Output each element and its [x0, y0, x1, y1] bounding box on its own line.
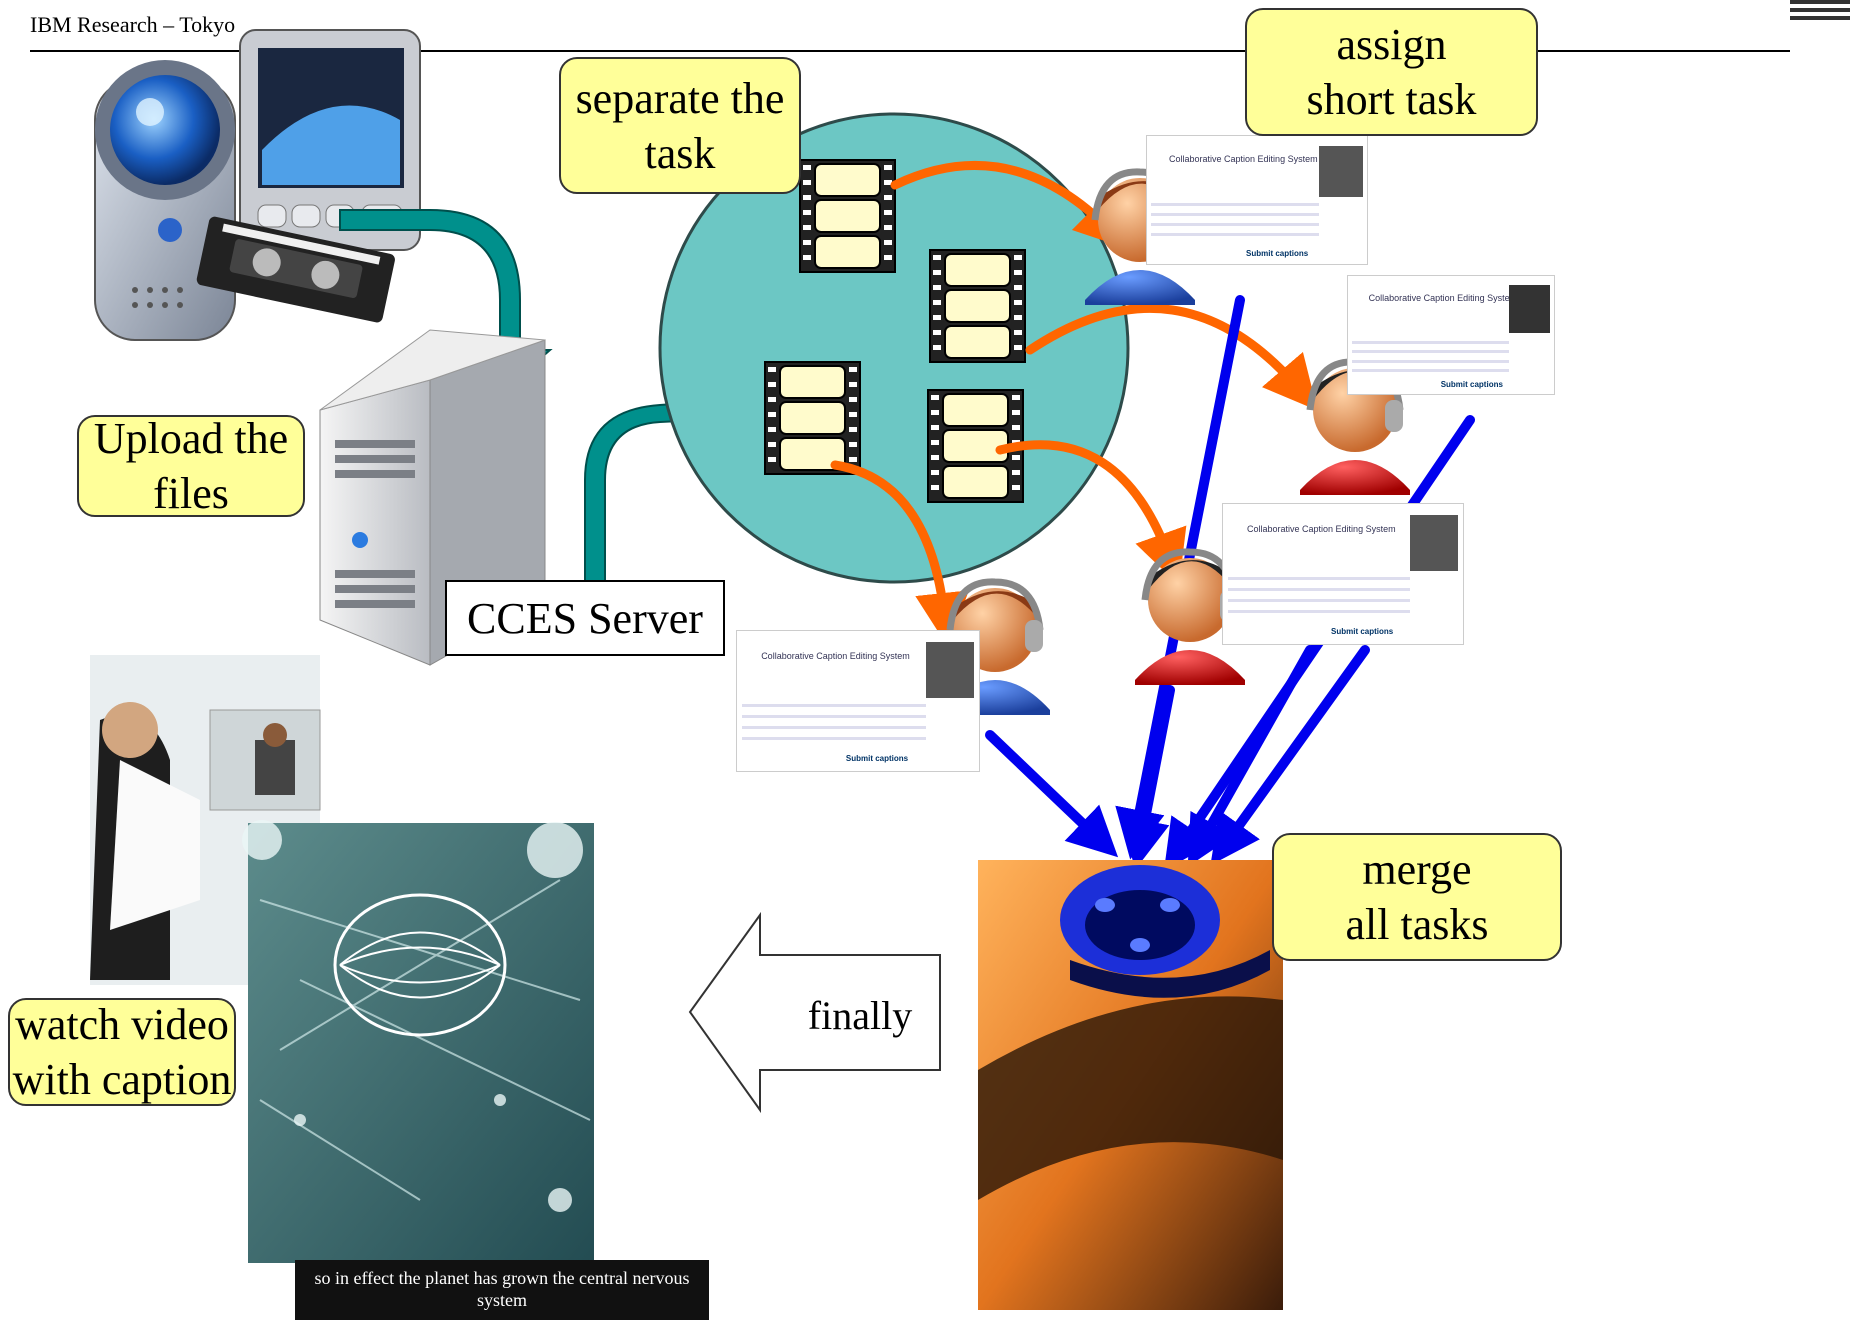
- cces-server-label: CCES Server: [445, 580, 725, 656]
- callout-watch-video: watch video with caption: [8, 998, 236, 1106]
- orange-assign-arrows: [830, 161, 1318, 647]
- finally-label: finally: [807, 992, 913, 1038]
- video-thumb: [1508, 285, 1550, 333]
- editor-logo: Collaborative Caption Editing System: [1247, 523, 1396, 534]
- submit-captions-label: Submit captions: [845, 754, 909, 764]
- editor-logo: Collaborative Caption Editing System: [761, 650, 910, 661]
- captioned-video-still: [242, 820, 594, 1263]
- callout-upload-files: Upload the files: [77, 414, 305, 518]
- blue-merge-arrows: [985, 295, 1475, 871]
- film-reel-icon: [978, 860, 1283, 1310]
- header-rule: [30, 50, 1790, 52]
- callout-merge-all-tasks: merge all tasks: [1272, 833, 1562, 961]
- callout-separate-task: separate the task: [559, 57, 801, 194]
- submit-captions-label: Submit captions: [1246, 248, 1309, 258]
- caption-editor-screenshot: Collaborative Caption Editing System Sub…: [736, 630, 980, 772]
- submit-captions-label: Submit captions: [1440, 379, 1503, 389]
- teal-arrow-upload: [339, 209, 553, 387]
- video-thumb: [925, 642, 975, 699]
- callout-assign-short-task: assign short task: [1245, 8, 1538, 136]
- caption-editor-screenshot: Collaborative Caption Editing System Sub…: [1146, 135, 1368, 265]
- video-thumb: [1318, 146, 1363, 198]
- video-thumb: [1410, 515, 1459, 572]
- caption-editor-screenshot: Collaborative Caption Editing System Sub…: [1347, 275, 1555, 395]
- editor-logo: Collaborative Caption Editing System: [1169, 153, 1318, 164]
- ibm-logo: [1790, 0, 1850, 40]
- finally-arrow: [688, 911, 941, 1114]
- film-strip-icon: [764, 159, 1026, 503]
- editor-logo: Collaborative Caption Editing System: [1368, 292, 1518, 303]
- caption-editor-screenshot: Collaborative Caption Editing System Sub…: [1222, 503, 1464, 645]
- submit-captions-label: Submit captions: [1331, 627, 1394, 637]
- video-caption: so in effect the planet has grown the ce…: [295, 1260, 709, 1320]
- camcorder-icon: [94, 29, 421, 341]
- header-org: IBM Research – Tokyo: [30, 12, 236, 37]
